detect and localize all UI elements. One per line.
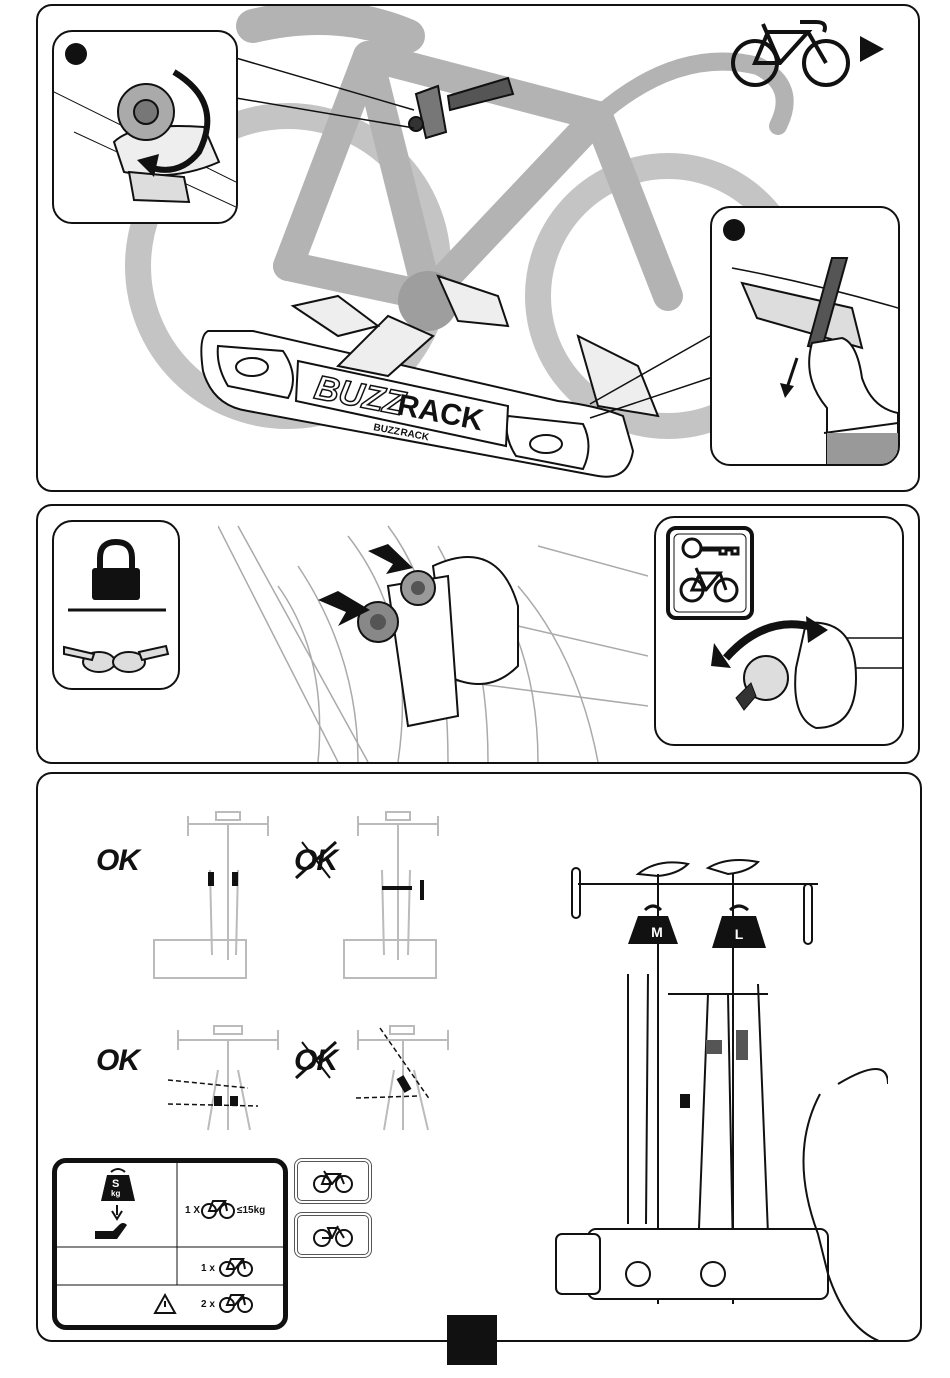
load-limit-table: S kg 1 X ≤15kg 1 x 2 x [52, 1158, 288, 1330]
inset-lock-keys [52, 520, 180, 690]
weight-unit-label: kg [111, 1189, 120, 1198]
warning-icon [155, 1295, 175, 1313]
panel-positioning: OK OK OK OK [36, 772, 922, 1342]
two-bikes-weight-diagram [528, 854, 888, 1342]
inset-strap-pull [710, 206, 900, 466]
panel-locking [36, 504, 920, 764]
bike-icon-row1 [202, 1201, 234, 1218]
bike-icon-row2 [220, 1259, 252, 1276]
padlock-icon [92, 542, 140, 600]
row1-max-weight: ≤15kg [237, 1205, 265, 1216]
panel-mounting: BUZZ RACK BUZZ RACK [36, 4, 920, 492]
bike-type-road [294, 1158, 372, 1204]
page-number-marker [447, 1315, 497, 1365]
ok-label-bottom: OK [96, 1044, 139, 1078]
position-diagrams [138, 810, 458, 1140]
row1-count: 1 X [185, 1205, 200, 1216]
bike-icon-row3 [220, 1295, 252, 1312]
row2-count: 1 x [201, 1263, 215, 1274]
pointer-arrow-icon-upper [368, 544, 413, 574]
road-bike-icon [733, 22, 848, 85]
keys-icon [64, 646, 168, 672]
bike-type-city [294, 1212, 372, 1258]
next-arrow-icon [860, 36, 884, 62]
tow-ball-icon [95, 1223, 127, 1239]
pull-down-arrow-icon [787, 358, 797, 388]
inset-key-turn [654, 516, 904, 746]
ok-label-top: OK [96, 844, 139, 878]
inset-knob-tighten [52, 30, 238, 224]
step-marker-icon [65, 43, 87, 65]
weight-m-label: M [642, 924, 672, 940]
row3-count: 2 x [201, 1299, 215, 1310]
lock-knobs-illustration [218, 506, 648, 762]
weight-l-label: L [724, 926, 754, 942]
step-marker-icon-2 [723, 219, 745, 241]
